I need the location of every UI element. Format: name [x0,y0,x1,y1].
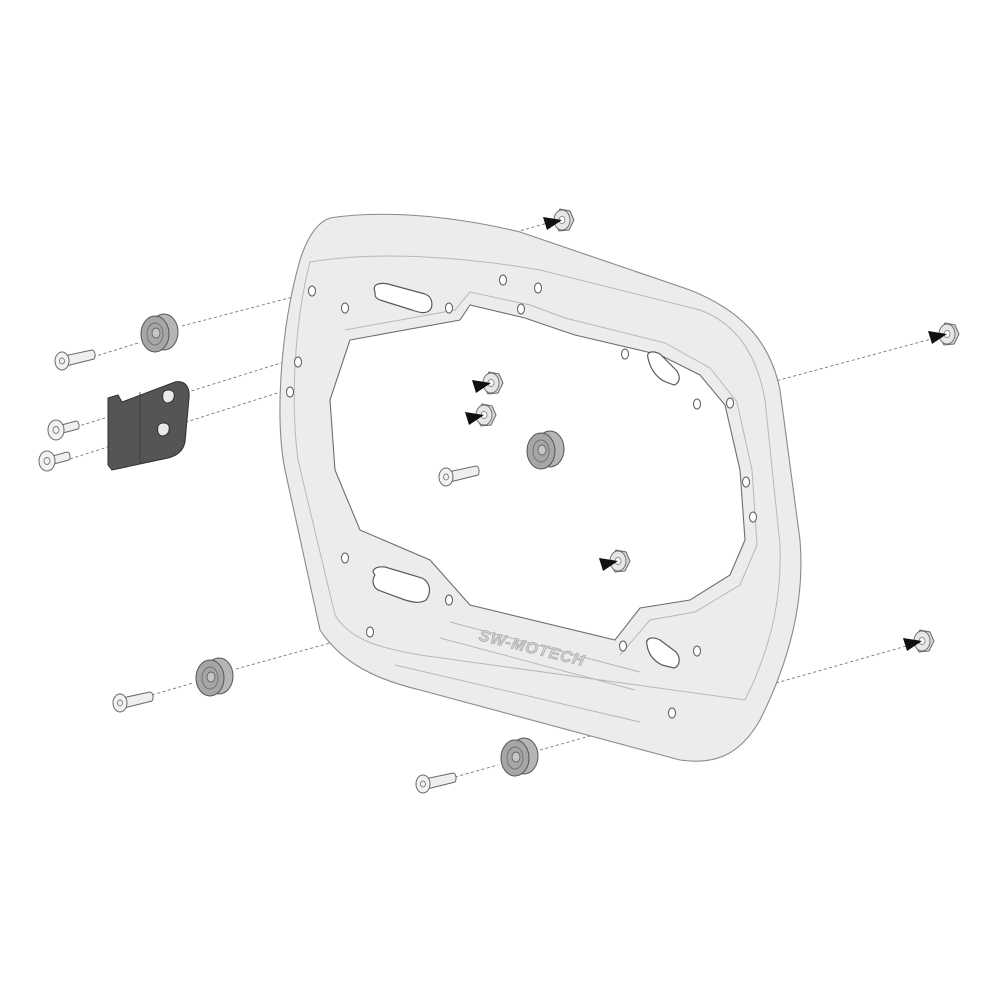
mounting-bracket [107,381,190,471]
spacer-2 [526,430,565,470]
carrier-frame: SW-MOTECH [279,213,802,762]
bolt-1 [54,349,96,371]
bolt-4 [438,465,480,487]
frame-slots [372,282,680,669]
spacer-1 [140,313,179,353]
spacer-4 [500,737,539,777]
insert-arrow-icon [543,217,562,230]
insert-arrow-icon [928,331,947,344]
spacer-3 [195,657,234,697]
bolt-5 [112,691,154,713]
insert-arrow-icon [472,380,491,393]
nut-1 [543,208,575,232]
nut-3 [472,371,504,395]
slot-top-left [373,282,433,314]
frame-groove-outer [293,255,781,701]
bolt-2 [47,419,80,441]
frame-opening [329,304,746,641]
frame-groove-bottom [394,621,641,723]
bolt-3 [38,450,71,472]
bolt-6 [415,772,457,794]
insert-arrow-icon [599,558,618,571]
nut-5 [599,549,631,573]
frame-holes [286,274,757,719]
insert-arrow-icon [465,412,484,425]
insert-arrow-icon [903,638,922,651]
slot-bottom-left [372,566,431,603]
nut-4 [465,403,497,427]
nut-2 [928,322,960,346]
frame-groove-inner [344,291,758,656]
slot-bottom-right [646,637,680,669]
nut-6 [903,629,935,653]
slot-right-upper [647,351,680,386]
